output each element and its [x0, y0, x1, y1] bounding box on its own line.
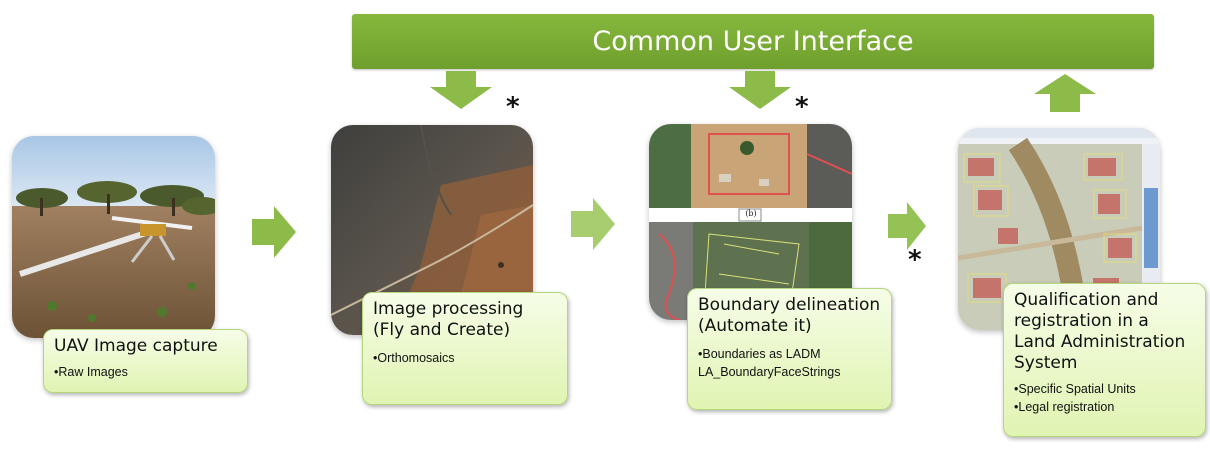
star-marker: *	[908, 245, 922, 275]
arrow-down-icon	[729, 71, 791, 109]
step-card-image-processing: Image processing (Fly and Create) Orthom…	[362, 292, 568, 405]
step-card-boundary-delineation: Boundary delineation (Automate it) Bound…	[687, 288, 892, 410]
arrow-right-icon	[888, 202, 926, 250]
star-marker: *	[506, 92, 520, 122]
arrow-up-icon	[1034, 74, 1096, 112]
step-bullet: Specific Spatial Units	[1014, 380, 1195, 398]
banner-title: Common User Interface	[592, 26, 914, 57]
step-bullet: Raw Images	[54, 363, 237, 381]
step-card-land-administration: Qualification and registration in a Land…	[1003, 283, 1206, 437]
star-marker: *	[795, 92, 809, 122]
panel-label: (b)	[745, 209, 757, 218]
step-title: UAV Image capture	[54, 336, 218, 356]
arrow-right-icon	[252, 206, 296, 258]
common-user-interface-banner: Common User Interface	[352, 14, 1154, 69]
step-title: Qualification and registration in a Land…	[1014, 290, 1186, 373]
arrow-right-icon	[571, 198, 615, 250]
step-card-uav-image-capture: UAV Image capture Raw Images	[43, 329, 248, 393]
step-title: Boundary delineation (Automate it)	[698, 295, 881, 336]
uav-drone-field-photo	[12, 136, 215, 338]
step-bullet: Boundaries as LADM LA_BoundaryFaceString…	[698, 345, 881, 381]
arrow-down-icon	[430, 71, 492, 109]
step-bullet: Legal registration	[1014, 398, 1195, 416]
step-bullet: Orthomosaics	[373, 349, 557, 367]
step-title: Image processing (Fly and Create)	[373, 299, 524, 340]
